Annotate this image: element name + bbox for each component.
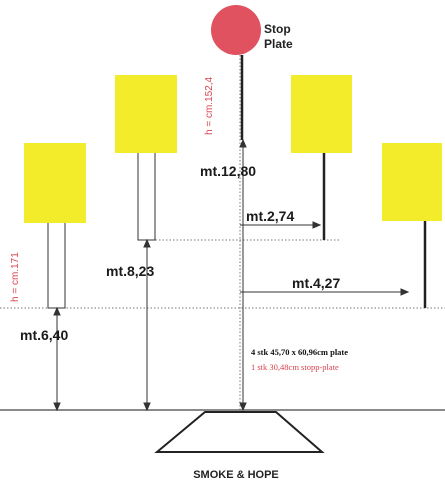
- plate-1-post: [47, 219, 66, 309]
- stop-plate: [211, 5, 261, 55]
- dim-2-74: mt.2,74: [246, 208, 294, 224]
- plate-2-post: [137, 149, 156, 241]
- stop-plate-label-2: Plate: [264, 37, 293, 51]
- dim-12-80: mt.12,80: [200, 163, 256, 179]
- dim-6-40: mt.6,40: [20, 327, 68, 343]
- plate-4: [382, 143, 442, 221]
- shooting-box: [154, 411, 325, 453]
- note-plates: 4 stk 45,70 x 60,96cm plate: [251, 347, 348, 357]
- note-stop: 1 stk 30,48cm stopp-plate: [251, 362, 339, 372]
- plate-3: [291, 75, 352, 153]
- height-stop-label: h = cm.152,4: [204, 76, 215, 135]
- plate-1: [24, 143, 86, 223]
- dim-8-23: mt.8,23: [106, 263, 154, 279]
- plate-2: [115, 75, 177, 153]
- shooting-box-label: SMOKE & HOPE: [193, 469, 279, 481]
- stop-plate-label-1: Stop: [264, 22, 291, 36]
- height-plate-label: h = cm.171: [10, 252, 21, 302]
- dim-4-27: mt.4,27: [292, 275, 340, 291]
- dim-arrows: [53, 138, 410, 412]
